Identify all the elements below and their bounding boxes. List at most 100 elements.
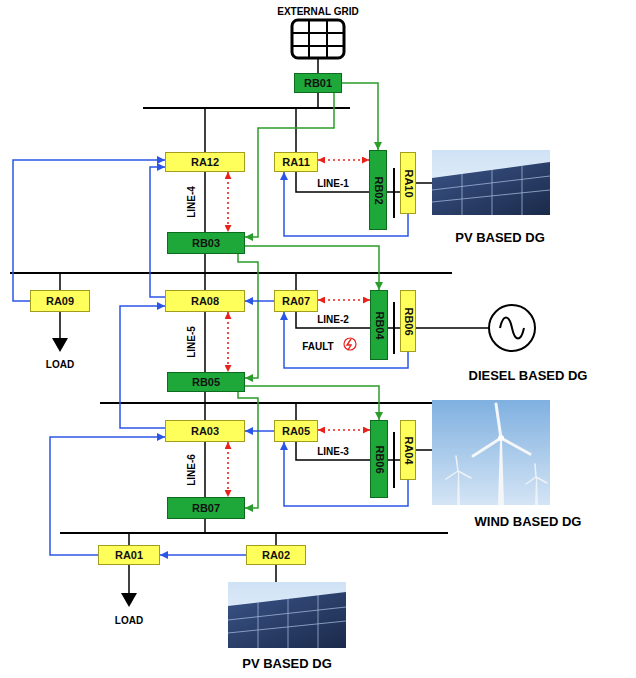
relay-box: RA02: [246, 545, 306, 565]
load-arrow: [121, 593, 137, 607]
relay-box: RA09: [30, 290, 90, 312]
box-label: RA10: [403, 169, 414, 197]
sky: [432, 400, 550, 505]
box-label: RA12: [191, 157, 219, 168]
box-label: RA08: [191, 296, 219, 307]
wire: [204, 519, 206, 533]
pv-panel-picture: [432, 150, 550, 215]
box-label: RA01: [115, 550, 143, 561]
bus-bar: [10, 272, 452, 274]
breaker-box: RB07: [167, 497, 245, 519]
tower: [457, 472, 460, 505]
wire: [204, 403, 206, 420]
relay-box: RB06: [400, 290, 416, 352]
power-line: [296, 172, 369, 192]
tower: [498, 440, 504, 505]
box-label: RA03: [191, 426, 219, 437]
wire: [317, 58, 319, 73]
power-line: [204, 172, 206, 232]
signal-arrow: [238, 254, 258, 378]
power-line: [204, 442, 206, 497]
wire: [275, 565, 277, 582]
box-label: RA04: [403, 436, 414, 464]
box-label: RA09: [46, 296, 74, 307]
fault-symbol: [344, 338, 356, 350]
signal-arrow: [245, 300, 274, 302]
grid-line: [308, 20, 310, 58]
relay-box: RA05: [274, 420, 318, 442]
communication-arrow: [318, 429, 370, 431]
relay-box: RA08: [165, 290, 245, 312]
line-label: LINE-1: [316, 178, 350, 189]
panel: [228, 592, 346, 648]
bus-bar: [393, 432, 395, 488]
wire: [204, 108, 206, 152]
sky: [432, 150, 550, 215]
breaker-box: RB05: [167, 372, 245, 392]
wind-turbine-picture: [432, 400, 550, 505]
annotation-label: DIESEL BASED DG: [469, 369, 588, 383]
signal-arrow: [284, 172, 408, 236]
generator-symbol: [489, 305, 535, 351]
box-label: RA05: [282, 426, 310, 437]
wire: [317, 93, 319, 108]
annotation-label: LOAD: [46, 359, 74, 370]
box-label: RB05: [192, 377, 220, 388]
breaker-box: RB06: [370, 420, 388, 498]
bus-bar: [100, 402, 452, 404]
relay-box: RA12: [165, 152, 245, 172]
generator-wave: [500, 318, 524, 339]
panel: [432, 162, 550, 215]
grid-icon: [292, 20, 344, 58]
wire: [128, 565, 130, 595]
grid-line: [292, 45, 344, 47]
power-line: [204, 312, 206, 372]
grid-frame: [292, 20, 344, 58]
box-label: RB01: [304, 78, 332, 89]
load-arrow: [52, 338, 68, 352]
signal-arrow: [150, 167, 165, 297]
wire: [295, 108, 297, 152]
signal-arrow: [50, 437, 165, 555]
pv-panel-picture: [228, 582, 346, 648]
signal-arrow: [245, 430, 274, 432]
blades: [526, 464, 547, 484]
box-label: RB06: [403, 307, 414, 335]
signal-arrow: [245, 93, 334, 237]
box-label: RA02: [262, 550, 290, 561]
blades: [473, 404, 530, 456]
line-label: LINE-4: [186, 185, 197, 219]
breaker-box: RB02: [369, 150, 387, 230]
wire: [59, 273, 61, 290]
breaker-box: RB01: [294, 73, 342, 93]
communication-arrow: [227, 312, 229, 372]
panel-grid: [228, 595, 346, 648]
bus-bar: [393, 168, 395, 218]
signal-arrow: [160, 554, 246, 556]
breaker-box: RB04: [370, 290, 388, 360]
blades: [446, 456, 471, 479]
signal-arrow: [284, 312, 408, 368]
wire: [416, 327, 489, 329]
tower: [535, 478, 538, 505]
box-label: RB03: [192, 238, 220, 249]
bus-bar: [60, 532, 448, 534]
box-label: RB07: [192, 503, 220, 514]
annotation-label: PV BASED DG: [242, 657, 332, 671]
box-label: RA07: [282, 296, 310, 307]
wire: [416, 182, 432, 184]
wire: [204, 254, 206, 273]
wire: [59, 312, 61, 340]
communication-arrow: [318, 159, 369, 161]
relay-box: RA10: [400, 152, 416, 214]
box-label: RB06: [374, 445, 385, 473]
breaker-box: RB03: [167, 232, 245, 254]
box-label: RB04: [374, 311, 385, 339]
power-line: [296, 442, 370, 460]
relay-box: RA07: [274, 290, 318, 312]
annotation-label: WIND BASED DG: [475, 515, 582, 529]
signal-arrow: [245, 386, 379, 420]
relay-box: RA03: [165, 420, 245, 442]
